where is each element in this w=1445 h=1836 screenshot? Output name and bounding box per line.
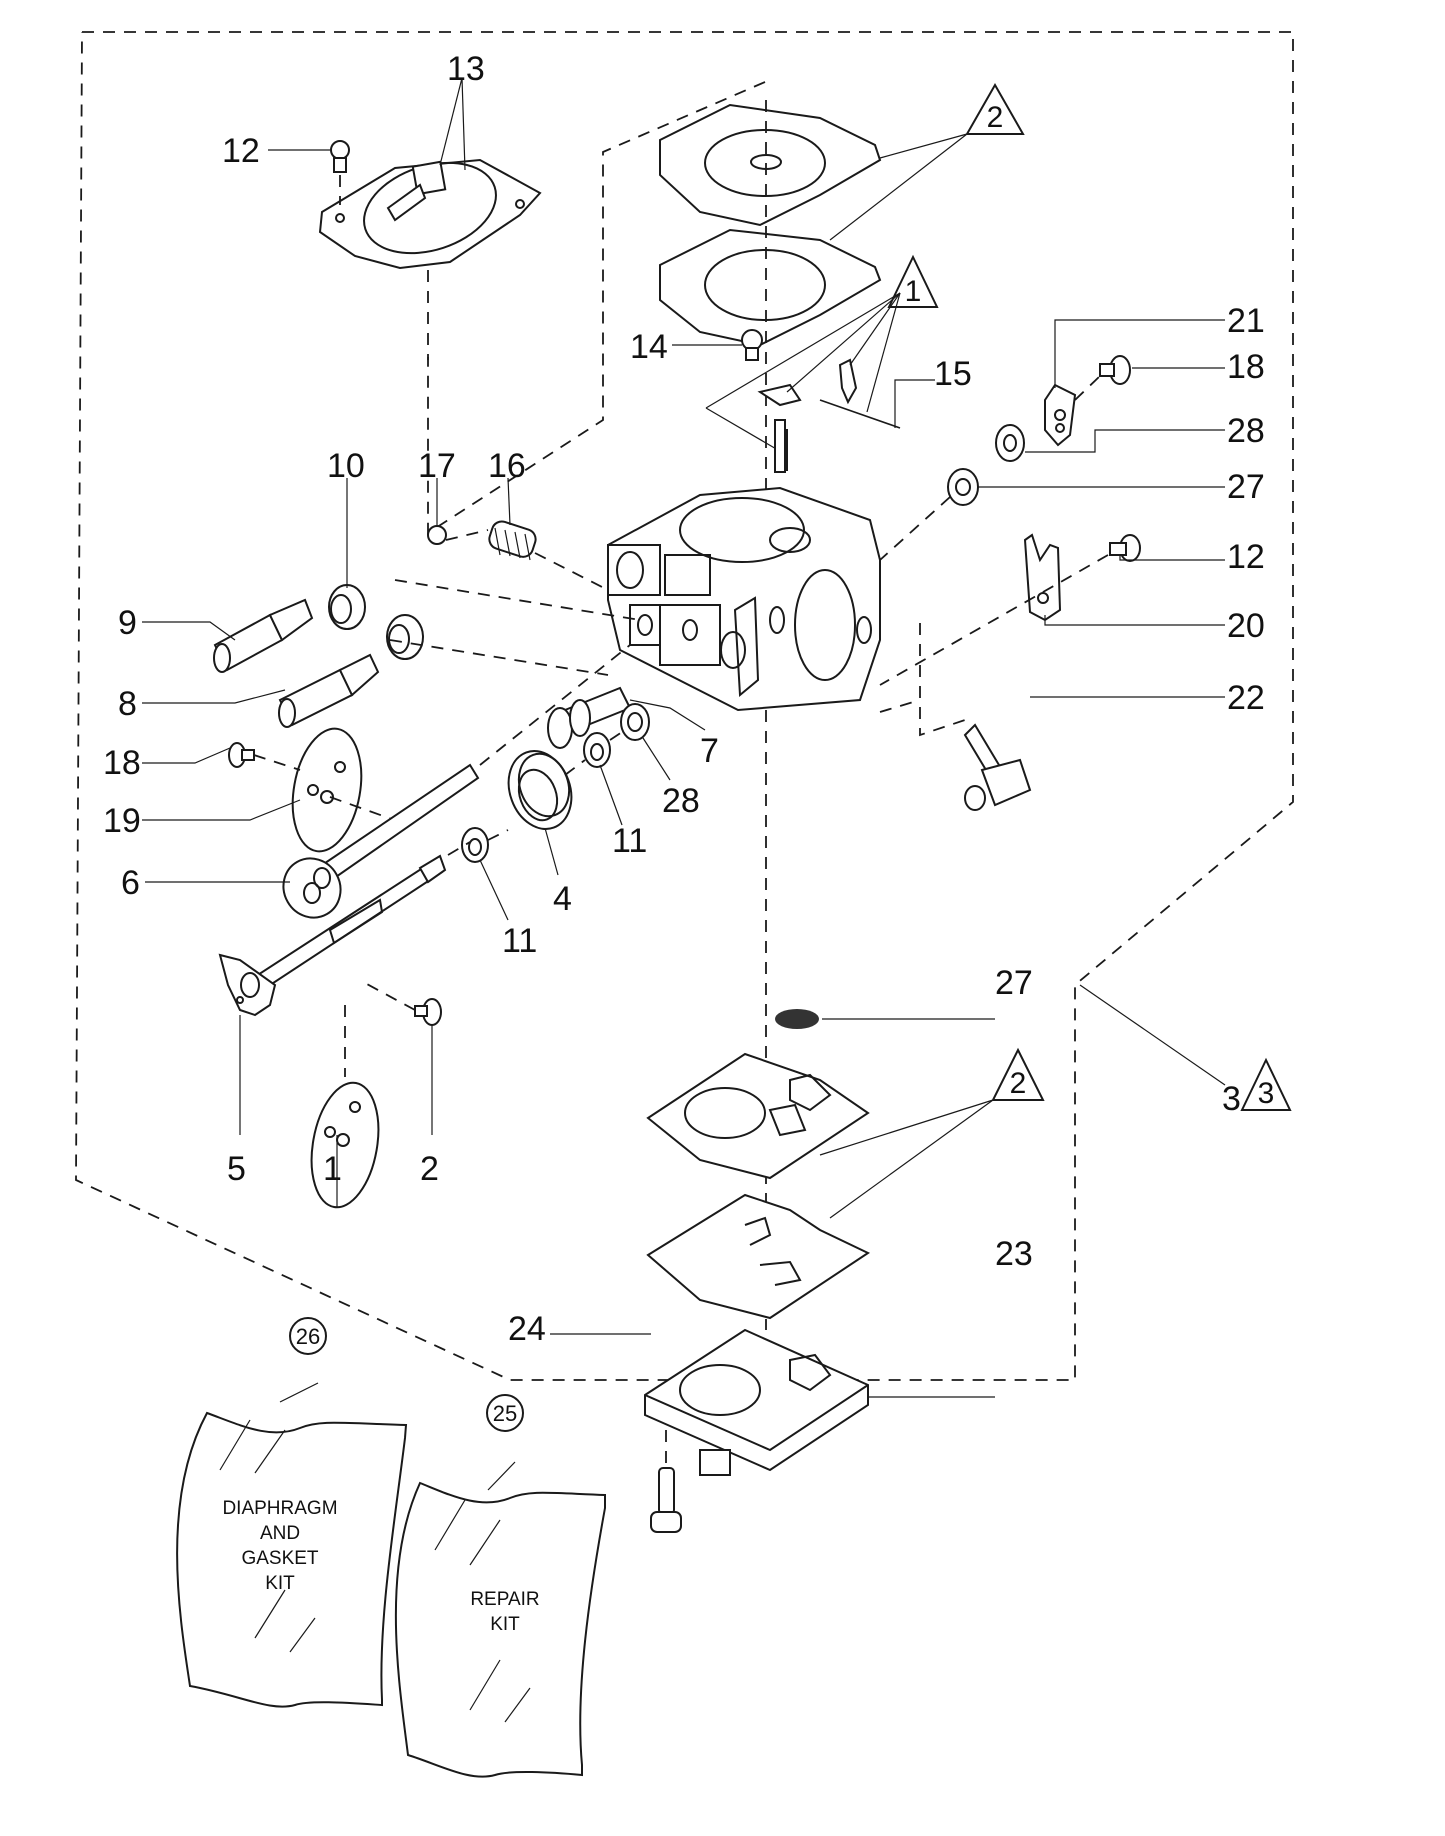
part-5-choke-shaft (218, 854, 447, 1017)
callout-23: 23 (995, 1235, 1033, 1273)
callout-28-mid: 28 (662, 782, 700, 820)
part-6-throttle-shaft (282, 763, 480, 919)
part-27-screen (775, 1009, 819, 1029)
part-27-washer-right (947, 468, 979, 506)
kit-triangle-1-label: 1 (905, 275, 922, 308)
part-24-screw (650, 1467, 682, 1533)
kit-triangle-2-lower-label: 2 (1010, 1067, 1027, 1100)
circled-callout-26: 26 (296, 1324, 320, 1349)
leader-lines (142, 77, 1225, 1491)
callout-22: 22 (1227, 679, 1265, 717)
part-9-adjust-screw (213, 598, 314, 673)
callout-18-left: 18 (103, 744, 141, 782)
part-23-pump-body (644, 1328, 869, 1476)
callout-20: 20 (1227, 607, 1265, 645)
assembly-boundary (75, 31, 1294, 1381)
part-diaphragm-lower (646, 1193, 871, 1320)
callout-24: 24 (508, 1310, 546, 1348)
part-28-washer-mid (620, 703, 650, 741)
callout-1: 1 (323, 1150, 342, 1188)
callout-3: 3 (1222, 1080, 1241, 1118)
part-11-bushing-b (461, 827, 489, 863)
kit-triangle-3 (1240, 1057, 1292, 1111)
part-19-throttle-plate (291, 727, 363, 853)
callout-7: 7 (700, 732, 719, 770)
part-gasket-lower (646, 1052, 870, 1180)
kit-26-line-3: GASKET (241, 1548, 318, 1569)
kit-26-line-4: KIT (265, 1573, 295, 1594)
pump-group-boundary (427, 81, 766, 535)
kit-25-line-2: KIT (490, 1614, 520, 1635)
part-28-washer-right (995, 424, 1025, 462)
part-gasket-upper (659, 228, 882, 347)
kit-triangle-3-label: 3 (1258, 1077, 1275, 1110)
part-7-fitting (547, 686, 632, 749)
part-11-bushing-a (583, 732, 611, 768)
part-diaphragm-upper (659, 103, 882, 227)
kit-26-line-1: DIAPHRAGM (222, 1498, 337, 1519)
part-12-screw-right (1109, 534, 1141, 562)
carburetor-body (607, 419, 881, 712)
part-2-screw-choke (414, 998, 442, 1026)
callout-9: 9 (118, 604, 137, 642)
callout-21: 21 (1227, 302, 1265, 340)
callout-12-right: 12 (1227, 538, 1265, 576)
part-10-spring-a (328, 584, 366, 630)
kit-26-line-2: AND (260, 1523, 300, 1544)
callout-18-right: 18 (1227, 348, 1265, 386)
kit-triangle-2-upper (965, 82, 1025, 135)
kit-triangle-2-lower (991, 1047, 1045, 1101)
part-21-lever (1044, 383, 1077, 447)
part-20-bracket (1023, 533, 1062, 622)
part-18-screw-left (228, 742, 255, 768)
callout-2: 2 (420, 1150, 439, 1188)
circled-callout-25: 25 (493, 1401, 517, 1426)
callout-27-lower: 27 (995, 964, 1033, 1002)
kit-bag-repair: 25 REPAIR KIT (394, 1394, 606, 1778)
part-12-screw-top (330, 140, 350, 205)
kit-bag-diaphragm-gasket: 26 DIAPHRAGM AND GASKET KIT (176, 1317, 408, 1708)
part-14-screw (741, 329, 763, 361)
callout-27-right: 27 (1227, 468, 1265, 506)
callout-4: 4 (553, 880, 572, 918)
callout-14: 14 (630, 328, 668, 366)
callout-15: 15 (934, 355, 972, 393)
part-22-fitting (963, 723, 1032, 811)
callout-11-lower: 11 (502, 922, 537, 960)
kit-25-line-1: REPAIR (470, 1589, 539, 1610)
part-13-pump-cover (318, 158, 542, 270)
kit-triangle-1 (887, 254, 939, 308)
callout-13: 13 (447, 50, 485, 88)
callout-19: 19 (103, 802, 141, 840)
part-18-screw-right (1099, 355, 1131, 385)
part-4-spring (507, 750, 573, 830)
callout-28-right: 28 (1227, 412, 1265, 450)
callout-17: 17 (418, 447, 456, 485)
callout-10: 10 (327, 447, 365, 485)
part-1-choke-plate (310, 1081, 380, 1209)
callout-11-upper: 11 (612, 822, 647, 860)
part-10-spring-b (386, 614, 424, 660)
kit-triangle-2-upper-label: 2 (987, 101, 1004, 134)
callout-6: 6 (121, 864, 140, 902)
callout-5: 5 (227, 1150, 246, 1188)
callout-16: 16 (488, 447, 526, 485)
part-17-ball (427, 525, 447, 545)
callout-12-top: 12 (222, 132, 260, 170)
part-16-spring (488, 520, 537, 561)
callout-8: 8 (118, 685, 137, 723)
part-8-adjust-screw (278, 653, 380, 728)
